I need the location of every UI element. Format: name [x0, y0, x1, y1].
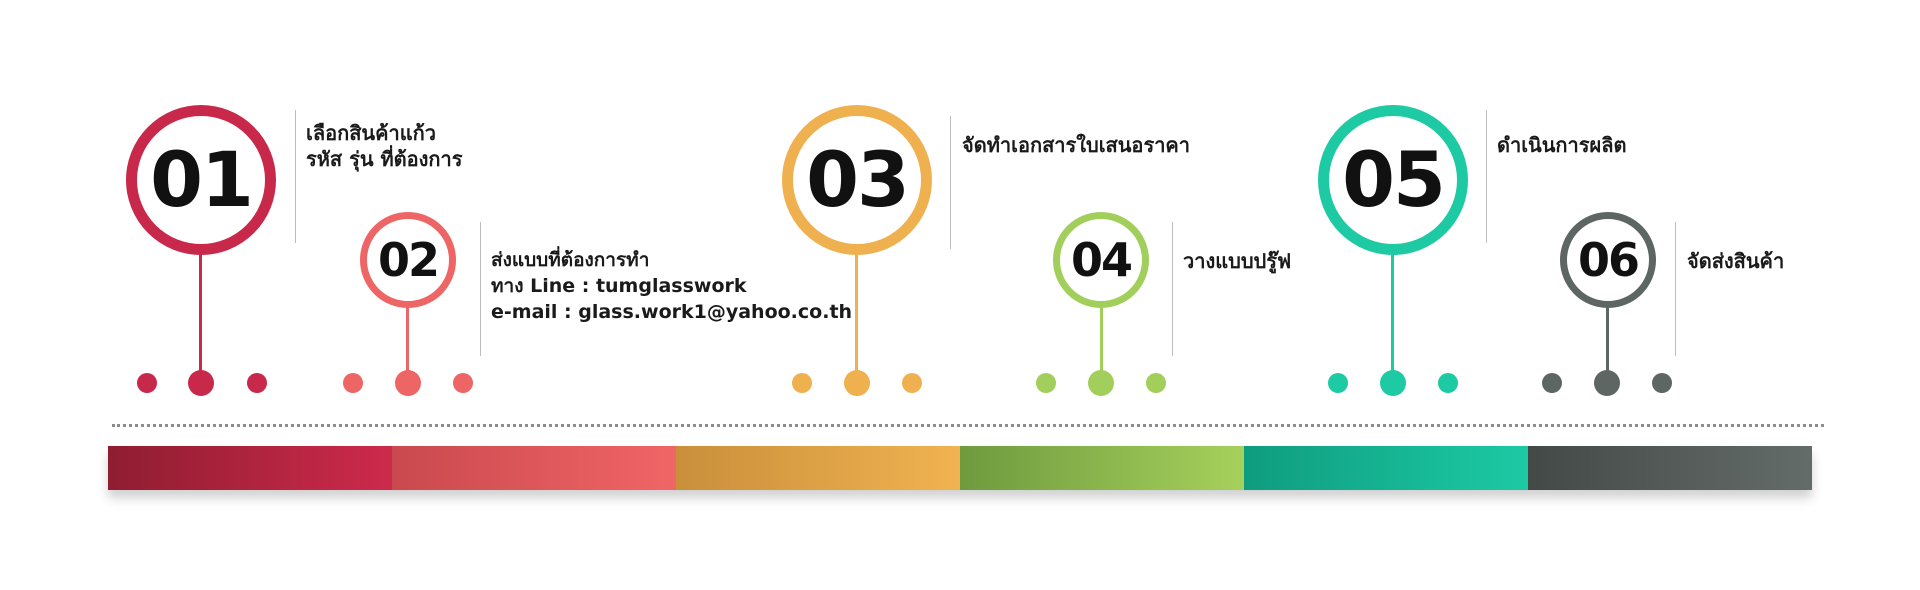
step-04-label: วางแบบปรู๊ฟ — [1183, 248, 1291, 274]
step-06-divider — [1675, 222, 1676, 356]
timeline-dotted-line — [112, 424, 1824, 427]
step-05-divider — [1486, 110, 1487, 243]
step-03-number: 03 — [806, 135, 910, 224]
step-03-circle: 03 — [782, 105, 932, 255]
step-02-label-line-2: ทาง Line : tumglasswork — [491, 275, 747, 297]
step-02-divider — [480, 222, 481, 356]
step-03-label: จัดทำเอกสารใบเสนอราคา — [962, 132, 1190, 158]
step-06-stem — [1606, 300, 1609, 380]
step-05-dot-center — [1380, 370, 1406, 396]
bar-segment-01 — [108, 446, 392, 490]
step-01-dot-right — [247, 373, 267, 393]
step-04-stem — [1100, 300, 1103, 380]
step-03-dot-right — [902, 373, 922, 393]
timeline-gradient-bar — [108, 446, 1812, 490]
step-04-label-line-1: วางแบบปรู๊ฟ — [1183, 249, 1292, 273]
step-06-circle: 06 — [1560, 212, 1656, 308]
step-04-divider — [1172, 222, 1173, 356]
step-02-stem — [406, 300, 409, 380]
step-01-dot-center — [188, 370, 214, 396]
bar-segment-05 — [1244, 446, 1528, 490]
step-01-label-line-1: เลือกสินค้าแก้ว — [306, 121, 436, 145]
step-01-label: เลือกสินค้าแก้ว รหัส รุ่น ที่ต้องการ — [306, 120, 463, 172]
step-05-label-line-1: ดำเนินการผลิต — [1497, 133, 1627, 157]
step-02-label-line-3: e-mail : glass.work1@yahoo.co.th — [491, 301, 853, 323]
bar-segment-02 — [392, 446, 676, 490]
bar-segment-04 — [960, 446, 1244, 490]
step-04-dot-center — [1088, 370, 1114, 396]
step-01-circle: 01 — [126, 105, 276, 255]
step-02-dot-right — [453, 373, 473, 393]
step-05-dot-left — [1328, 373, 1348, 393]
step-01-divider — [295, 110, 296, 243]
step-01-number: 01 — [150, 135, 254, 224]
step-04-dot-left — [1036, 373, 1056, 393]
step-02-label-line-1: ส่งแบบที่ต้องการทำ — [491, 249, 650, 271]
step-02-number: 02 — [377, 233, 440, 287]
step-04-dot-right — [1146, 373, 1166, 393]
step-04-number: 04 — [1070, 233, 1133, 287]
step-03-dot-center — [844, 370, 870, 396]
step-03-label-line-1: จัดทำเอกสารใบเสนอราคา — [962, 133, 1191, 157]
step-03-stem — [855, 250, 858, 380]
step-01-dot-left — [137, 373, 157, 393]
step-05-label: ดำเนินการผลิต — [1497, 132, 1626, 158]
bar-segment-06 — [1528, 446, 1812, 490]
step-05-circle: 05 — [1318, 105, 1468, 255]
step-01-stem — [199, 250, 202, 380]
step-02-label: ส่งแบบที่ต้องการทำ ทาง Line : tumglasswo… — [491, 247, 852, 325]
step-01-label-line-2: รหัส รุ่น ที่ต้องการ — [306, 147, 463, 171]
step-06-label: จัดส่งสินค้า — [1687, 248, 1784, 274]
step-04-circle: 04 — [1053, 212, 1149, 308]
step-06-dot-center — [1594, 370, 1620, 396]
step-03-divider — [950, 116, 951, 249]
step-05-number: 05 — [1342, 135, 1446, 224]
step-05-stem — [1391, 250, 1394, 380]
step-02-dot-center — [395, 370, 421, 396]
step-06-number: 06 — [1577, 233, 1640, 287]
step-06-dot-right — [1652, 373, 1672, 393]
step-05-dot-right — [1438, 373, 1458, 393]
step-02-circle: 02 — [360, 212, 456, 308]
step-03-dot-left — [792, 373, 812, 393]
step-02-dot-left — [343, 373, 363, 393]
bar-segment-03 — [676, 446, 960, 490]
step-06-dot-left — [1542, 373, 1562, 393]
step-06-label-line-1: จัดส่งสินค้า — [1687, 249, 1785, 273]
